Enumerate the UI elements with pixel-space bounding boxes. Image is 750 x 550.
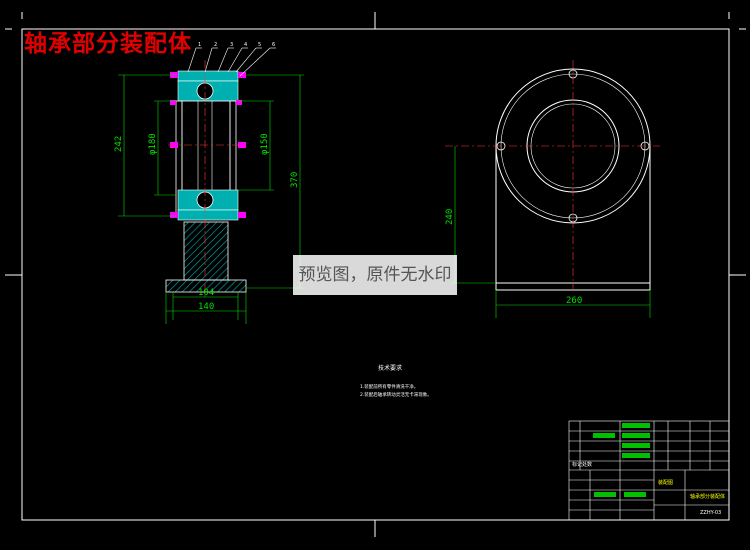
preview-watermark: 预览图，原件无水印 <box>293 255 457 295</box>
title-block-fills <box>593 423 650 497</box>
tech-req-line-2: 2.装配后轴承转动灵活无卡滞现象。 <box>360 391 432 398</box>
balloon-labels: 1 2 3 4 5 6 <box>198 42 275 48</box>
dim-phi150: φ150 <box>260 133 270 155</box>
drawing-title: 轴承部分装配体 <box>24 31 192 57</box>
balloon-5: 5 <box>258 42 261 48</box>
tech-req-heading: 技术要求 <box>378 364 402 372</box>
right-dimensions <box>450 146 651 318</box>
dim-phi180: φ180 <box>148 133 158 155</box>
balloon-leaders <box>187 47 276 77</box>
dim-240: 240 <box>445 209 455 225</box>
zone-ticks <box>5 12 746 537</box>
title-block-code: ZZHY-03 <box>700 510 721 516</box>
balloon-6: 6 <box>272 42 275 48</box>
dim-370: 370 <box>290 172 300 188</box>
title-block-left-label: 标记处数 <box>572 461 592 468</box>
corner-ticks <box>5 12 746 30</box>
tech-requirements: 技术要求 1.装配前所有零件清洗干净。 2.装配后轴承转动灵活无卡滞现象。 <box>360 364 432 398</box>
tech-req-line-1: 1.装配前所有零件清洗干净。 <box>360 383 418 390</box>
balloon-4: 4 <box>244 42 247 48</box>
balloon-1: 1 <box>198 42 201 48</box>
title-block <box>568 420 730 521</box>
dim-242: 242 <box>114 136 124 152</box>
balloon-2: 2 <box>214 42 217 48</box>
title-block-material: 装配图 <box>658 479 673 486</box>
side-view <box>445 60 660 291</box>
dim-104: 104 <box>198 288 214 298</box>
dim-260: 260 <box>566 296 582 306</box>
front-section-view <box>165 60 247 300</box>
balloon-3: 3 <box>230 42 233 48</box>
dim-140: 140 <box>198 302 214 312</box>
title-block-name: 轴承部分装配体 <box>690 493 725 500</box>
